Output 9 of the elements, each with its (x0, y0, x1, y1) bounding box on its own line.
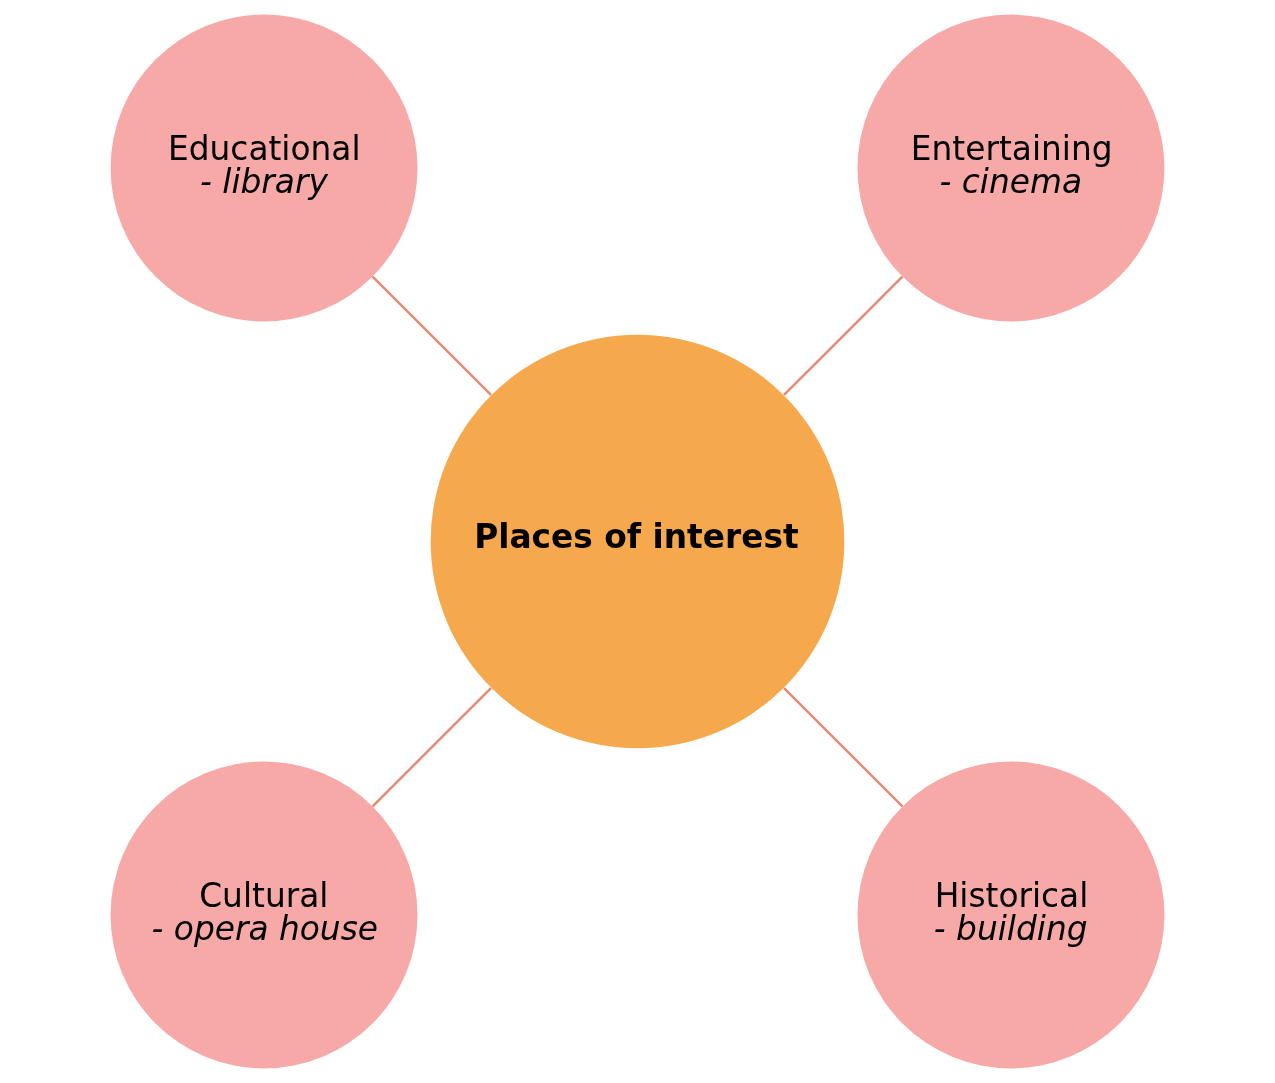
connector (371, 275, 492, 396)
connector (783, 275, 904, 396)
node-circle: Entertaining - cinema (857, 14, 1165, 322)
node-circle: Educational - library (110, 14, 418, 322)
node-circle: Historical - building (857, 761, 1165, 1069)
connector (371, 687, 492, 808)
node-circle: Cultural - opera house (110, 761, 418, 1069)
connector (783, 687, 904, 808)
node-circle: Places of interest (430, 334, 845, 749)
